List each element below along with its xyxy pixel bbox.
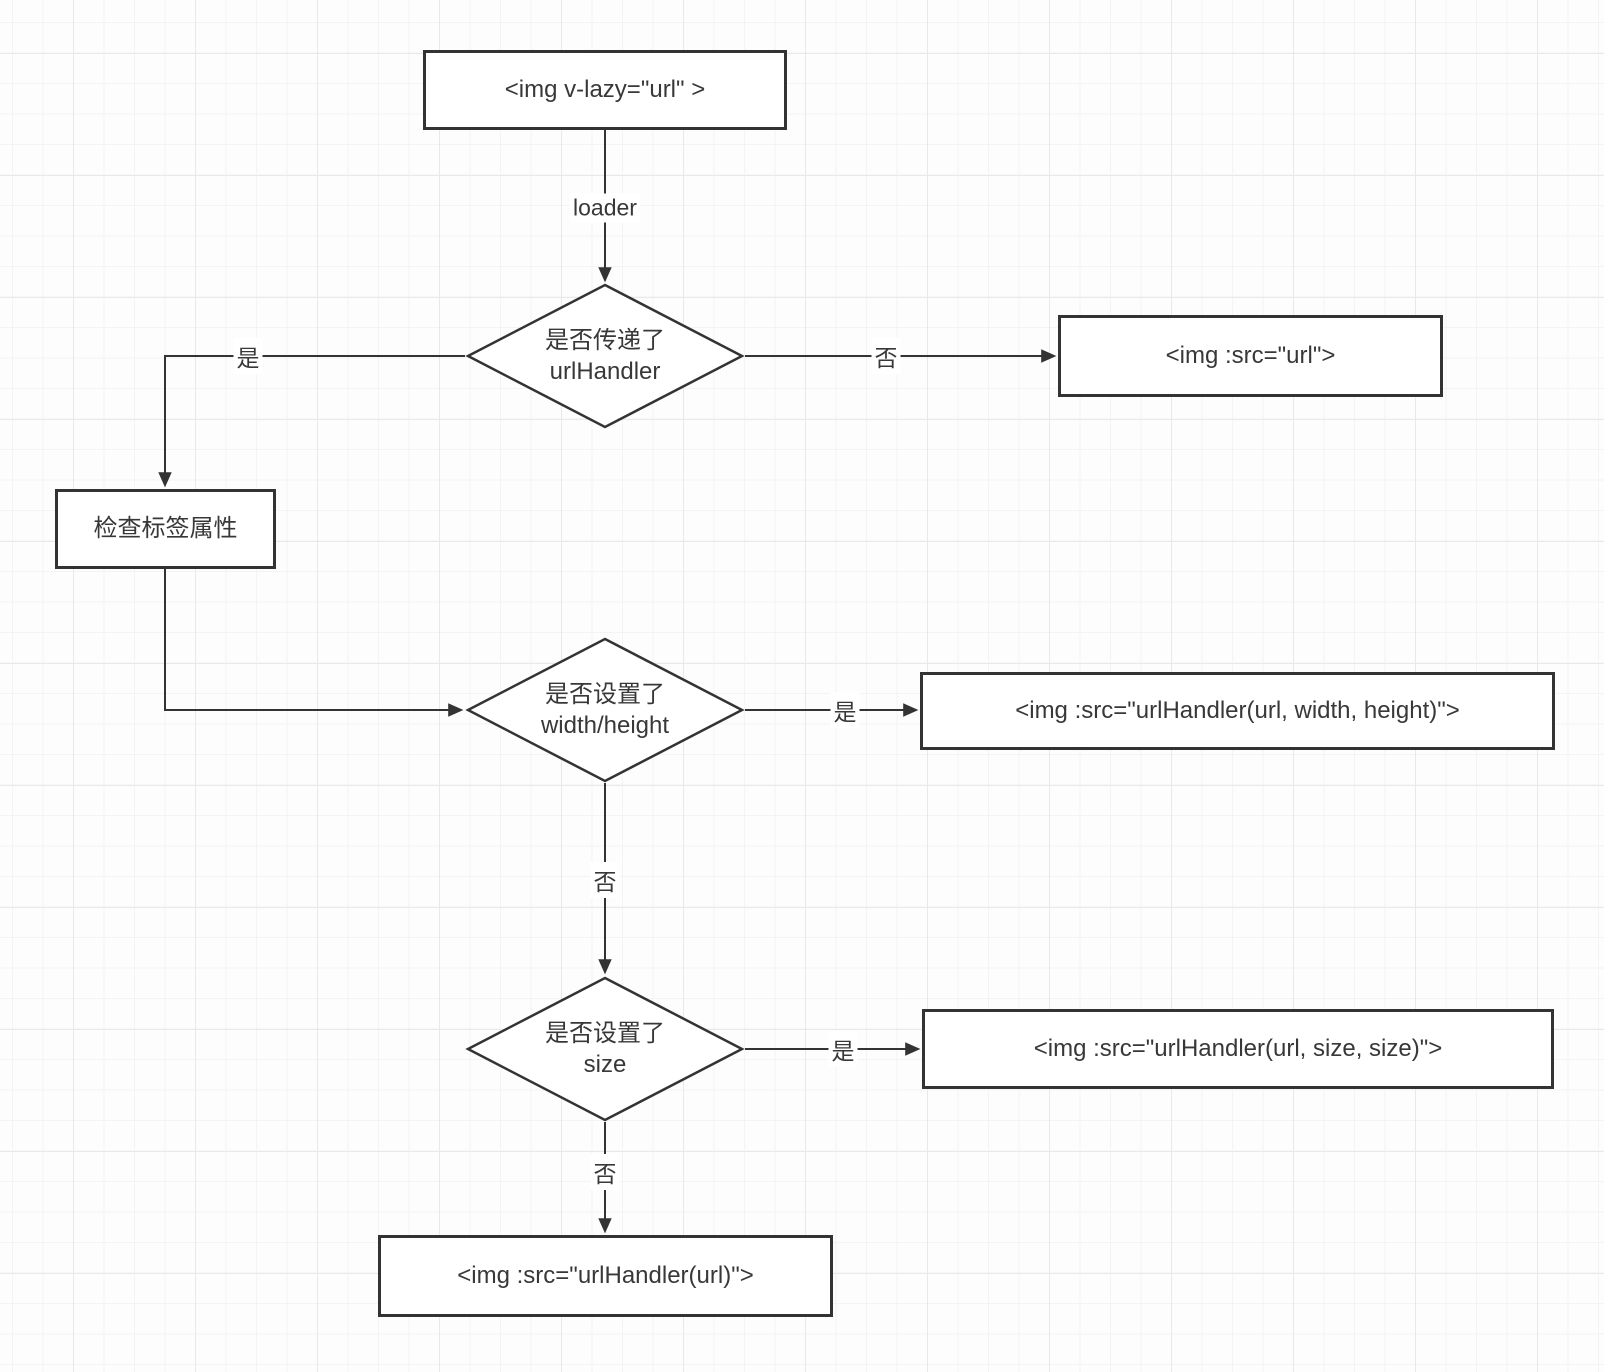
node-img-src-urlhandler-size-size[interactable]: <img :src="urlHandler(url, size, size)"> xyxy=(922,1009,1554,1089)
edge-label-no-size: 否 xyxy=(590,1154,620,1190)
node-img-src-urlhandler-size-size-label: <img :src="urlHandler(url, size, size)"> xyxy=(1033,1035,1443,1063)
node-check-attrs[interactable]: 检查标签属性 xyxy=(55,489,276,569)
node-decision-urlhandler[interactable]: 是否传递了 urlHandler xyxy=(465,283,745,429)
edge-label-loader: loader xyxy=(570,193,640,223)
edge-label-no-urlhandler: 否 xyxy=(871,338,901,374)
node-decision-widthheight-label: 是否设置了 width/height xyxy=(540,680,670,739)
node-img-src-url[interactable]: <img :src="url"> xyxy=(1058,315,1443,397)
node-decision-urlhandler-label: 是否传递了 urlHandler xyxy=(545,326,665,385)
node-img-src-urlhandler-default[interactable]: <img :src="urlHandler(url)"> xyxy=(378,1235,833,1317)
edge-check-attrs-to-decision-widthheight xyxy=(164,569,464,717)
node-check-attrs-label: 检查标签属性 xyxy=(93,515,238,543)
edge-label-yes-widthheight: 是 xyxy=(830,692,860,728)
node-img-src-urlhandler-width-height-label: <img :src="urlHandler(url, width, height… xyxy=(1015,697,1460,725)
node-img-src-urlhandler-default-label: <img :src="urlHandler(url)"> xyxy=(457,1262,754,1290)
node-decision-size-label: 是否设置了 size xyxy=(545,1019,665,1078)
node-decision-size[interactable]: 是否设置了 size xyxy=(465,976,745,1122)
node-img-src-urlhandler-width-height[interactable]: <img :src="urlHandler(url, width, height… xyxy=(920,672,1555,750)
node-decision-widthheight[interactable]: 是否设置了 width/height xyxy=(465,637,745,783)
diamond-shape xyxy=(465,976,745,1122)
diamond-shape xyxy=(465,637,745,783)
node-start-label: <img v-lazy="url" > xyxy=(504,76,706,104)
edge-label-yes-urlhandler: 是 xyxy=(233,338,263,374)
node-img-src-url-label: <img :src="url"> xyxy=(1165,342,1336,370)
edge-label-yes-size: 是 xyxy=(828,1031,858,1067)
diamond-shape xyxy=(465,283,745,429)
edge-decision-urlhandler-yes xyxy=(158,355,465,488)
edge-label-no-widthheight: 否 xyxy=(590,862,620,898)
node-start-img-vlazy[interactable]: <img v-lazy="url" > xyxy=(423,50,787,130)
